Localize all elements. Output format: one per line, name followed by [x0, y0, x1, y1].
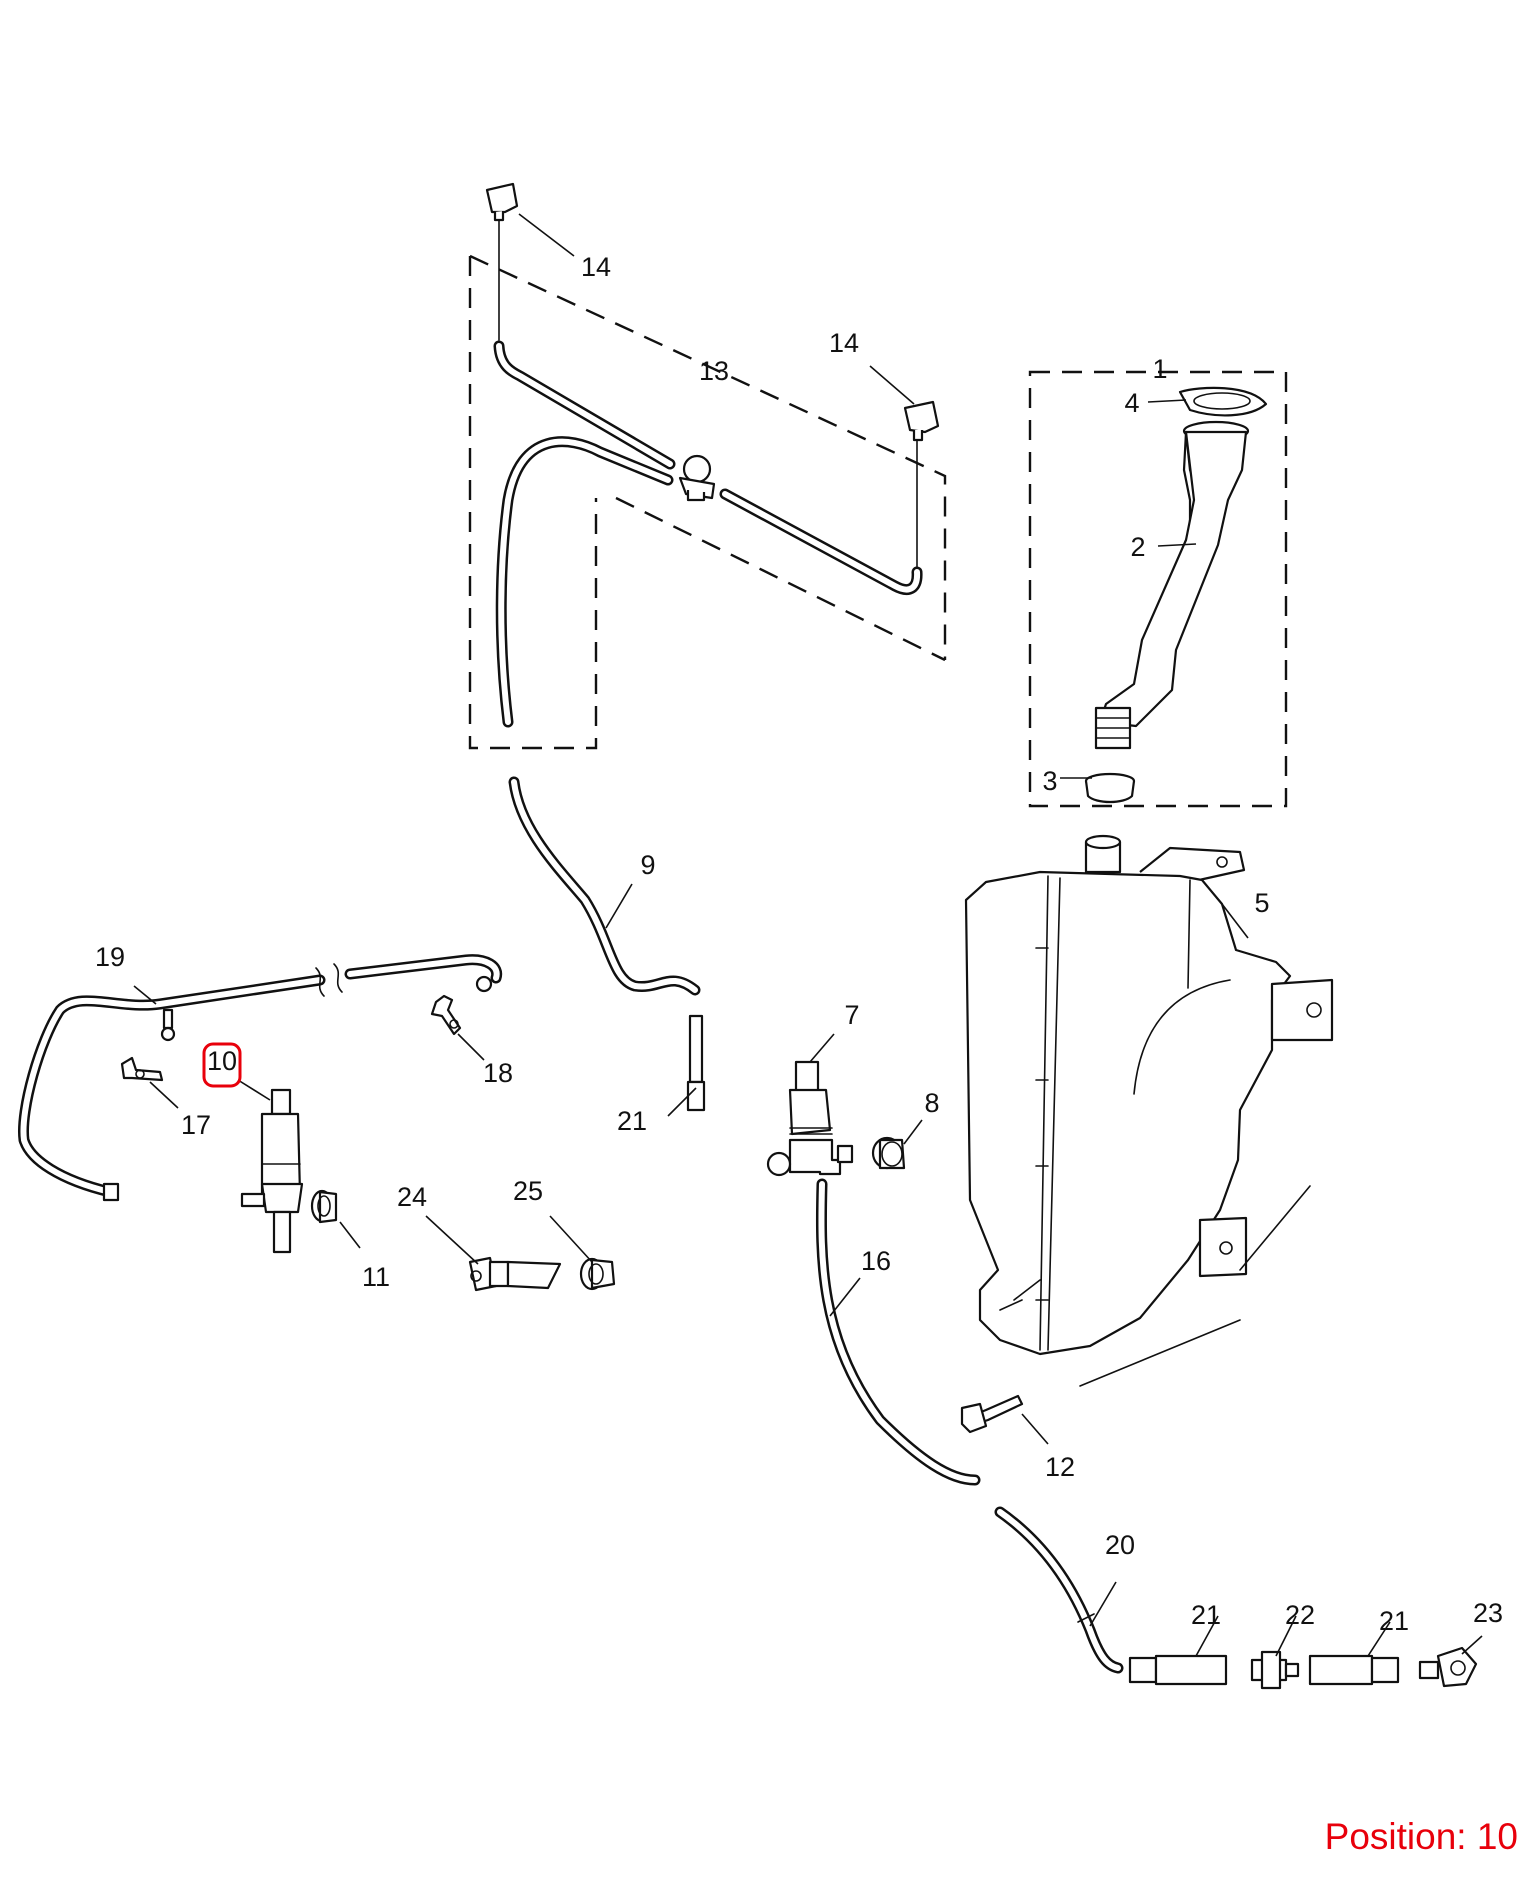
clip-17[interactable] — [120, 1056, 164, 1082]
filler-neck-pipe[interactable] — [1094, 420, 1250, 750]
position-label: Position: 10 — [1324, 1816, 1518, 1857]
reservoir-mount-line — [1079, 1185, 1311, 1387]
callout-12[interactable]: 12 — [1045, 1452, 1075, 1482]
hose-connector-21-left[interactable] — [1128, 1654, 1228, 1686]
callout-21-right[interactable]: 21 — [1379, 1606, 1409, 1636]
callout-21-left[interactable]: 21 — [1191, 1600, 1221, 1630]
fitting-23[interactable] — [1418, 1646, 1478, 1688]
callout-25[interactable]: 25 — [513, 1176, 543, 1206]
callout-23[interactable]: 23 — [1473, 1598, 1503, 1628]
filler-grommet[interactable] — [1084, 772, 1136, 804]
leader-lines — [133, 213, 1483, 1657]
callout-3[interactable]: 3 — [1042, 766, 1057, 796]
nozzle-hose-assembly — [468, 182, 947, 750]
washer-pump-10[interactable] — [240, 1088, 304, 1254]
connector-row — [1128, 1646, 1478, 1690]
tee-connector — [678, 454, 716, 502]
grommet-11[interactable] — [310, 1189, 338, 1224]
callout-10-highlight — [202, 1042, 242, 1088]
callout-labels: 1 2 3 4 5 7 8 9 10 11 12 13 14 14 16 17 … — [95, 252, 1503, 1636]
callout-9[interactable]: 9 — [640, 850, 655, 880]
clip-18[interactable] — [430, 994, 462, 1036]
callout-20[interactable]: 20 — [1105, 1530, 1135, 1560]
hose-16[interactable] — [815, 1178, 981, 1486]
callout-14-top[interactable]: 14 — [581, 252, 611, 282]
filler-neck-assembly — [1028, 370, 1288, 808]
callout-14-right[interactable]: 14 — [829, 328, 859, 358]
callout-13[interactable]: 13 — [699, 356, 729, 386]
callout-5[interactable]: 5 — [1254, 888, 1269, 918]
callout-2[interactable]: 2 — [1130, 532, 1145, 562]
washer-reservoir[interactable] — [964, 834, 1334, 1356]
callout-8[interactable]: 8 — [924, 1088, 939, 1118]
callout-21-upper[interactable]: 21 — [617, 1106, 647, 1136]
callout-17[interactable]: 17 — [181, 1110, 211, 1140]
callout-11[interactable]: 11 — [362, 1262, 390, 1292]
callout-1[interactable]: 1 — [1152, 354, 1167, 384]
callout-10[interactable]: 10 — [207, 1046, 237, 1076]
callout-4[interactable]: 4 — [1124, 388, 1139, 418]
hose-connector-21-upper[interactable] — [686, 1014, 706, 1112]
connector-24[interactable] — [468, 1256, 562, 1292]
washer-jet-right[interactable] — [903, 400, 940, 581]
callout-19[interactable]: 19 — [95, 942, 125, 972]
hose-20[interactable] — [994, 1506, 1124, 1674]
hose-connector-21-right[interactable] — [1308, 1654, 1400, 1686]
washer-pump-7[interactable] — [766, 1060, 854, 1177]
callout-24[interactable]: 24 — [397, 1182, 427, 1212]
filler-cap-seal[interactable] — [1178, 386, 1268, 417]
tee-connector-22[interactable] — [1250, 1650, 1300, 1690]
washer-jet-left[interactable] — [485, 182, 519, 341]
hose-19[interactable] — [17, 954, 503, 1202]
grommet-8[interactable] — [871, 1136, 906, 1170]
callout-7[interactable]: 7 — [844, 1000, 859, 1030]
hose-9[interactable] — [508, 776, 701, 996]
callout-22[interactable]: 22 — [1285, 1600, 1315, 1630]
plug-25[interactable] — [579, 1257, 616, 1291]
callout-18[interactable]: 18 — [483, 1058, 513, 1088]
bolt-12[interactable] — [960, 1394, 1024, 1434]
callout-16[interactable]: 16 — [861, 1246, 891, 1276]
